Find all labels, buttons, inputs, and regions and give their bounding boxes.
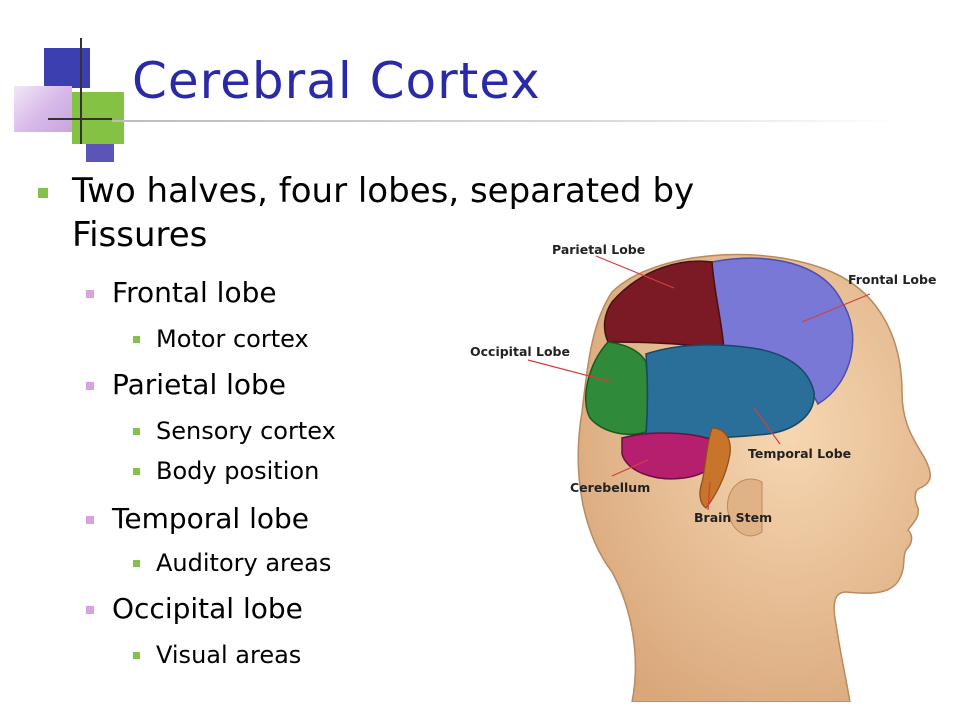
label-cerebellum: Cerebellum [570, 480, 651, 495]
bullet-level2: Frontal lobe [86, 276, 277, 310]
bullet-level3: Auditory areas [133, 548, 332, 578]
bullet-text: Temporal lobe [112, 502, 310, 535]
bullet-text: Parietal lobe [112, 368, 287, 401]
slide-title: Cerebral Cortex [132, 52, 541, 110]
label-occipital-lobe: Occipital Lobe [470, 344, 570, 359]
bullet-text: Frontal lobe [112, 276, 277, 309]
bullet-marker [86, 382, 94, 390]
leader-line [707, 481, 711, 511]
label-brain-stem: Brain Stem [694, 510, 773, 525]
bullet-level2: Parietal lobe [86, 368, 287, 402]
leader-line [753, 407, 781, 445]
bullet-text: Fissures [72, 215, 208, 255]
bullet-text: Body position [156, 457, 320, 485]
bullet-text: Auditory areas [156, 549, 332, 577]
bullet-continuation: Fissures [72, 214, 207, 256]
ear-shape [727, 478, 763, 537]
leader-line [595, 255, 675, 289]
bullet-marker [133, 428, 140, 435]
bullet-text: Occipital lobe [112, 592, 303, 625]
parietal-lobe [603, 260, 725, 351]
bullet-marker [133, 652, 140, 659]
decor-violet-square [14, 86, 72, 132]
label-temporal-lobe: Temporal Lobe [748, 446, 852, 461]
decor-blue-square [44, 48, 90, 88]
bullet-text: Two halves, four lobes, separated by [72, 171, 695, 211]
bullet-text: Motor cortex [156, 325, 309, 353]
bullet-marker [38, 188, 48, 198]
bullet-level2: Occipital lobe [86, 592, 303, 626]
bullet-marker [133, 336, 140, 343]
label-frontal-lobe: Frontal Lobe [848, 272, 937, 287]
leader-line [611, 459, 649, 477]
bullet-level3: Motor cortex [133, 324, 309, 354]
temporal-lobe [645, 344, 815, 439]
decor-purple-square [86, 144, 114, 162]
head-illustration [527, 253, 931, 702]
bullet-level2: Temporal lobe [86, 502, 310, 536]
bullet-marker [86, 290, 94, 298]
brain-diagram: Parietal Lobe Frontal Lobe Occipital Lob… [462, 232, 958, 702]
bullet-level3: Body position [133, 456, 320, 486]
decor-horizontal-line [48, 118, 112, 120]
bullet-level3: Sensory cortex [133, 416, 336, 446]
title-underline [112, 120, 902, 122]
bullet-level3: Visual areas [133, 640, 302, 670]
bullet-level1: Two halves, four lobes, separated by [38, 170, 695, 212]
brain-stem [699, 427, 731, 509]
label-parietal-lobe: Parietal Lobe [552, 242, 646, 257]
bullet-marker [86, 516, 94, 524]
leader-line [527, 359, 613, 383]
bullet-text: Visual areas [156, 641, 302, 669]
bullet-text: Sensory cortex [156, 417, 336, 445]
bullet-marker [133, 560, 140, 567]
bullet-marker [86, 606, 94, 614]
leader-line [801, 293, 871, 323]
decor-vertical-line [80, 38, 82, 144]
bullet-marker [133, 468, 140, 475]
